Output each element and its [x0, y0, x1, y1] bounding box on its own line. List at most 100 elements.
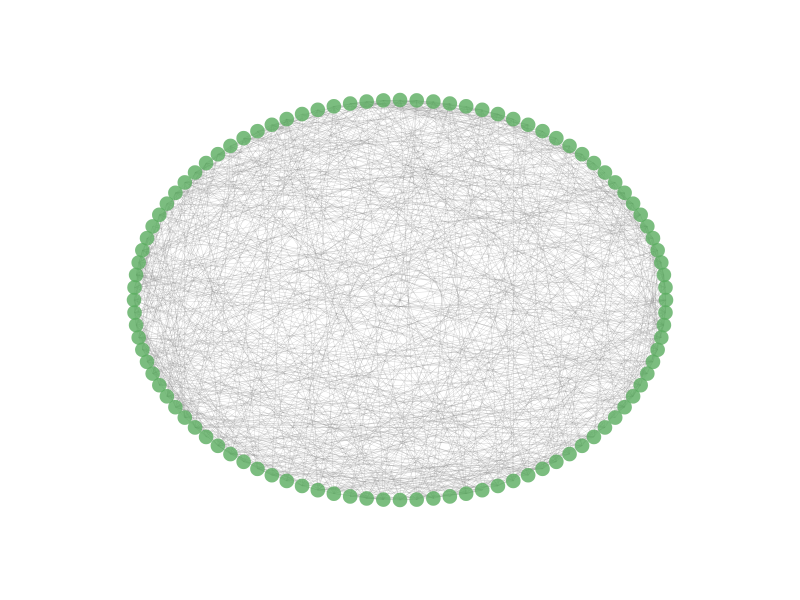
graph-edge	[133, 162, 207, 301]
graph-node	[126, 292, 142, 308]
graph-edge	[138, 337, 653, 363]
graph-edge	[286, 361, 654, 482]
graph-node	[392, 92, 408, 108]
graph-edge	[301, 226, 648, 487]
graph-edge	[175, 192, 662, 338]
graph-edge	[138, 101, 434, 263]
graph-edge	[135, 274, 499, 487]
graph-edge	[175, 138, 244, 408]
graph-edge	[194, 427, 417, 500]
graph-edge	[366, 124, 529, 499]
graph-edge	[257, 103, 451, 469]
graph-edge	[184, 417, 583, 447]
graph-edge	[152, 373, 514, 482]
graph-edge	[194, 172, 467, 494]
graph-node	[135, 242, 150, 258]
graph-edge	[383, 100, 583, 155]
graph-node	[159, 389, 175, 404]
graph-edge	[138, 337, 434, 499]
graph-edge	[194, 145, 231, 428]
graph-edge	[230, 124, 273, 455]
graph-edge	[399, 384, 641, 501]
graph-edge	[195, 172, 625, 194]
graph-edge	[159, 214, 401, 501]
graph-edge	[433, 154, 583, 499]
graph-edge	[449, 145, 570, 497]
graph-edge	[135, 274, 196, 428]
graph-edge	[142, 250, 641, 386]
graph-edge	[159, 214, 648, 227]
graph-edge	[301, 113, 664, 276]
graph-edge	[184, 182, 641, 386]
graph-node	[131, 330, 147, 345]
graph-edge	[175, 182, 616, 194]
graph-edge	[152, 337, 662, 374]
graph-edge	[133, 299, 186, 418]
graph-edge	[317, 103, 451, 491]
graph-edge	[513, 262, 662, 482]
graph-edge	[257, 124, 273, 469]
graph-edge	[142, 153, 583, 251]
graph-edge	[416, 262, 662, 500]
graph-edge	[243, 137, 664, 326]
graph-edge	[217, 103, 451, 446]
graph-edge	[350, 103, 641, 216]
graph-edge	[497, 124, 529, 486]
graph-edge	[497, 113, 662, 263]
graph-edge	[286, 214, 641, 482]
graph-edge	[166, 109, 318, 397]
graph-edge	[146, 124, 529, 362]
graph-edge	[271, 124, 666, 288]
graph-node	[139, 354, 155, 370]
graph-edge	[138, 262, 514, 482]
graph-edge	[166, 101, 367, 397]
graph-edge	[152, 131, 258, 374]
graph-edge	[217, 154, 658, 350]
graph-edge	[482, 203, 634, 491]
graph-edge	[175, 237, 654, 408]
graph-edge	[317, 250, 658, 491]
graph-edge	[175, 406, 434, 499]
graph-node	[490, 478, 506, 494]
graph-edge	[184, 312, 666, 418]
graph-node	[168, 399, 183, 415]
graph-edge	[138, 337, 583, 447]
graph-edge	[205, 163, 219, 446]
graph-node	[236, 454, 251, 470]
graph-node	[625, 196, 641, 211]
graph-edge	[317, 109, 335, 494]
graph-edge	[286, 118, 384, 500]
graph-edge	[194, 101, 434, 428]
graph-edge	[135, 162, 207, 276]
graph-edge	[433, 103, 451, 499]
graph-edge	[333, 106, 367, 499]
graph-edge	[146, 238, 467, 494]
graph-edge	[175, 192, 451, 497]
graph-node	[617, 185, 632, 201]
graph-node	[210, 438, 226, 454]
graph-edge	[449, 103, 543, 469]
graph-edge	[194, 113, 498, 173]
graph-edge	[317, 109, 625, 408]
graph-edge	[317, 100, 384, 491]
graph-edge	[366, 274, 665, 499]
graph-edge	[449, 287, 666, 497]
graph-edge	[142, 238, 148, 350]
graph-edge	[624, 226, 648, 408]
graph-edge	[433, 101, 648, 374]
graph-edge	[135, 118, 287, 276]
graph-edge	[230, 453, 557, 463]
graph-edge	[416, 124, 529, 500]
graph-node	[152, 207, 167, 223]
graph-edge	[217, 445, 570, 455]
graph-edge	[166, 101, 367, 204]
graph-node	[535, 123, 550, 139]
graph-edge	[581, 154, 662, 338]
graph-edge	[350, 103, 557, 139]
graph-edge	[152, 162, 595, 374]
graph-edge	[383, 100, 543, 132]
graph-edge	[366, 131, 543, 499]
graph-edge	[230, 145, 625, 408]
graph-edge	[399, 99, 666, 313]
graph-edge	[135, 274, 401, 501]
